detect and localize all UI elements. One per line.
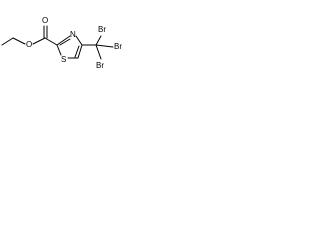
bond-s1-c2	[56, 44, 62, 56]
atom-label-nitrogen: N	[70, 30, 76, 39]
atom-label-oxygen-ether: O	[26, 40, 32, 49]
bond-carbonyl-c2	[44, 37, 58, 46]
bond-ch2-o	[12, 37, 26, 45]
bond-c4-c5-inner	[74, 45, 80, 58]
atom-label-bromine-right: Br	[114, 42, 122, 51]
bond-c-br-top	[95, 35, 102, 46]
bond-c-br-bottom	[95, 44, 102, 60]
bond-c2-n3-inner	[59, 38, 71, 46]
atom-label-oxygen-carbonyl: O	[42, 16, 48, 25]
atom-label-bromine-bottom: Br	[96, 61, 104, 70]
bond-c-br-right	[95, 44, 114, 48]
bond-c2-n3	[56, 35, 71, 46]
bond-c4-c5	[77, 44, 83, 59]
bond-n3-c4	[75, 35, 83, 46]
bond-o-carbonyl-c	[32, 37, 46, 45]
atom-label-bromine-top: Br	[98, 25, 106, 34]
structure-diagram: O O N S Br Br Br	[1, 16, 122, 70]
atom-label-sulfur: S	[61, 55, 66, 64]
bond-ch3-ch2	[1, 37, 14, 46]
